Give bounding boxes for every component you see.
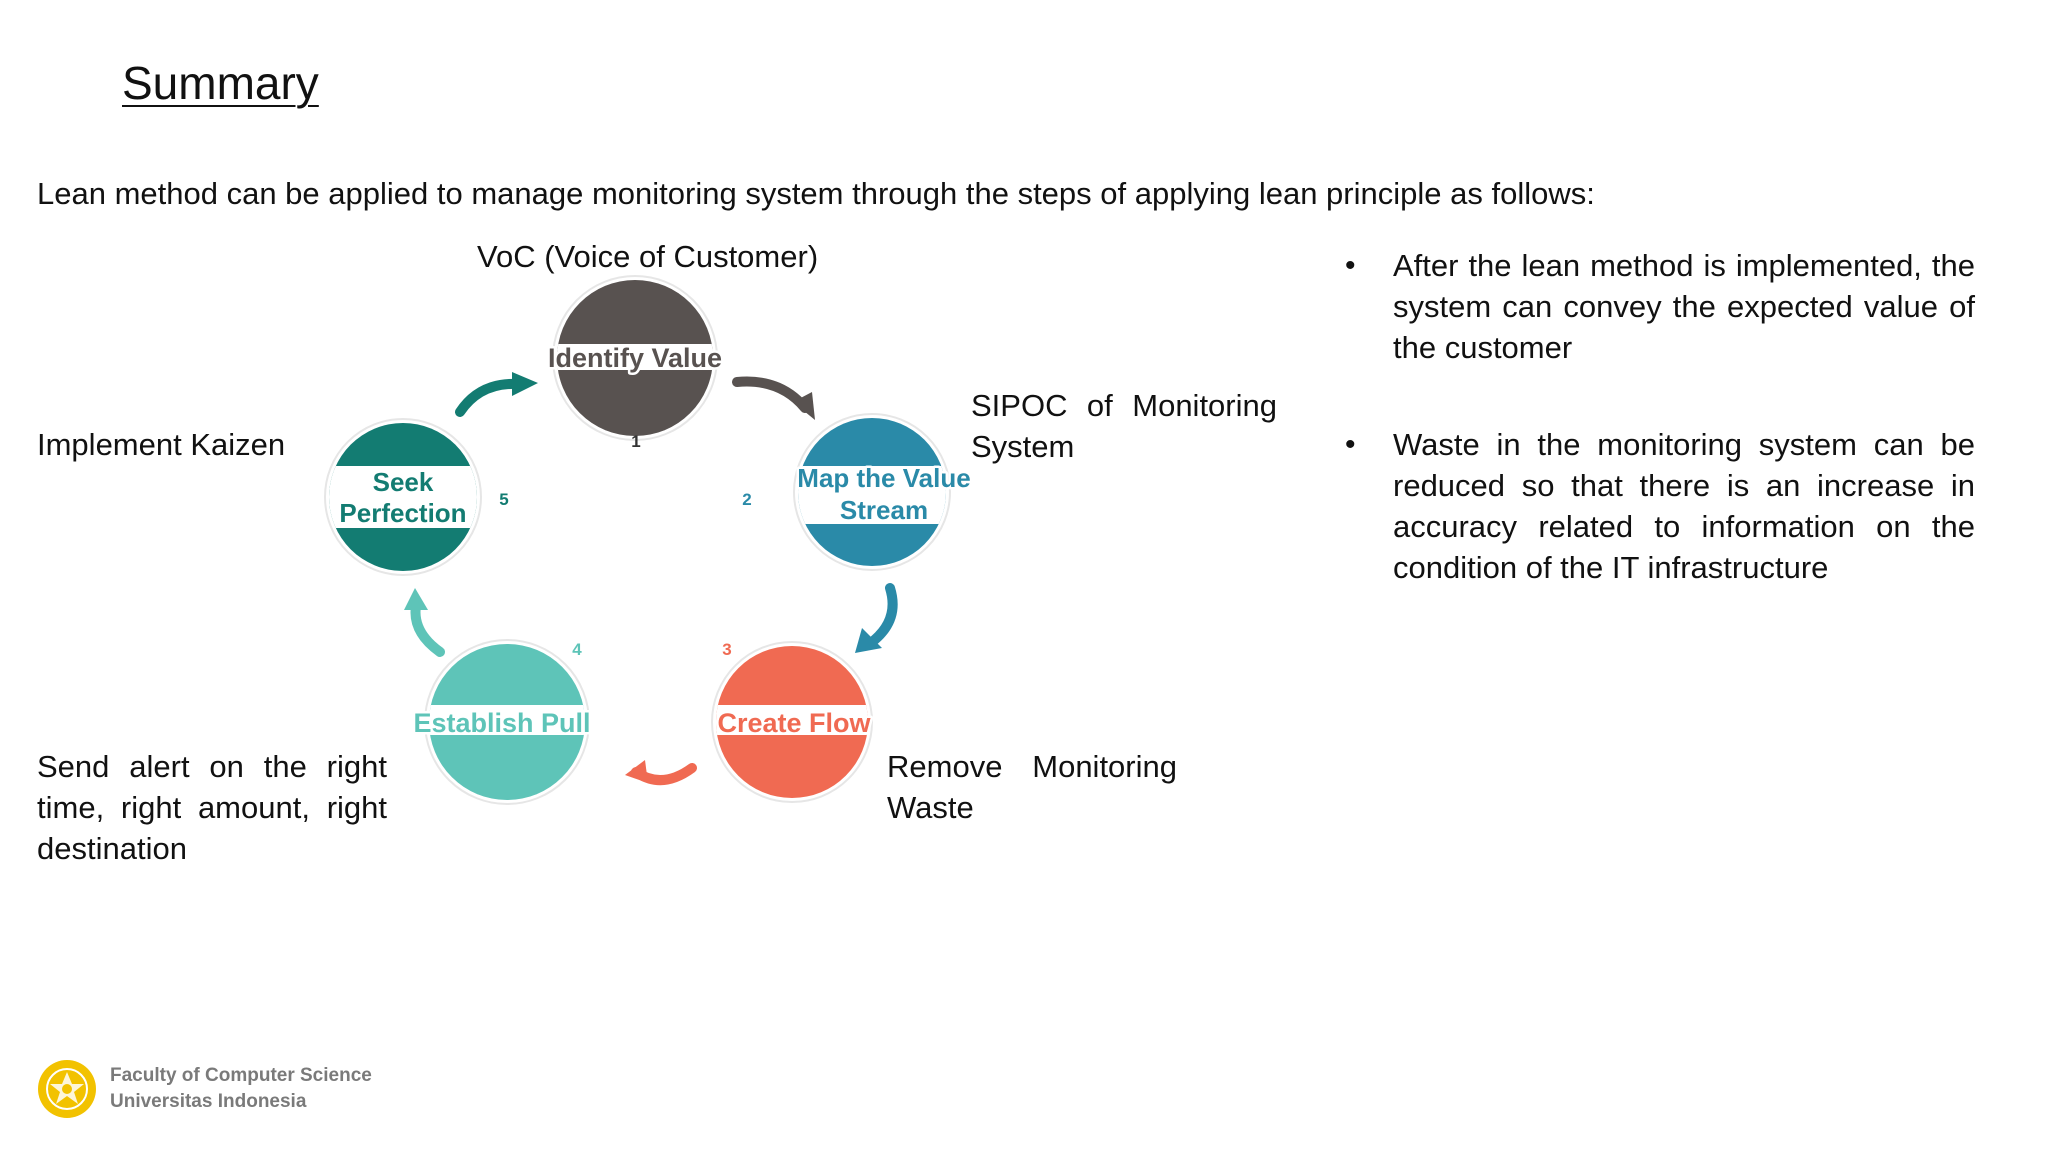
summary-bullets: • After the lean method is implemented, … [1345,245,1975,644]
step-label-line1: Map the Value [797,463,970,493]
arrow-5-to-1 [455,372,538,417]
step-label-line2: Perfection [339,498,466,528]
step-label: Identify Value [548,343,722,373]
step-number: 4 [572,640,582,659]
step-label: Establish Pull [413,708,590,738]
bullet-text: After the lean method is implemented, th… [1393,248,1975,365]
arrow-1-to-2 [732,376,815,420]
step-number: 1 [631,432,640,451]
step-establish-pull: Establish Pull 4 [411,639,593,805]
arrow-2-to-3 [855,583,898,653]
annotation-kaizen: Implement Kaizen [37,427,286,462]
slide-title: Summary [122,57,319,109]
bullet-text: Waste in the monitoring system can be re… [1393,427,1975,585]
step-seek-perfection: Seek Perfection 5 [324,418,509,576]
step-create-flow: Create Flow 3 [711,640,874,803]
annotation-sipoc: SIPOC of Monitoring System [971,388,1277,464]
university-logo-icon [38,1060,96,1118]
footer-faculty: Faculty of Computer Science [110,1065,372,1086]
bullet-item: • After the lean method is implemented, … [1345,245,1975,368]
bullet-dot: • [1345,249,1356,282]
step-identify-value: Identify Value 1 [545,275,725,451]
step-number: 5 [499,490,508,509]
step-label: Create Flow [717,708,871,738]
bullet-item: • Waste in the monitoring system can be … [1345,424,1975,588]
annotation-send-alert: Send alert on the right time, right amou… [37,749,387,866]
step-label-line2: Stream [840,495,928,525]
bullet-dot: • [1345,428,1356,461]
step-number: 2 [742,490,751,509]
step-label-line1: Seek [373,467,434,497]
step-number: 3 [722,640,731,659]
footer-university: Universitas Indonesia [110,1091,307,1112]
footer: Faculty of Computer Science Universitas … [36,1058,372,1120]
intro-text: Lean method can be applied to manage mon… [37,176,1595,211]
arrow-3-to-4 [625,760,697,786]
annotation-remove-waste: Remove Monitoring Waste [887,749,1177,825]
lean-cycle-diagram: Identify Value 1 Map the Value Stream 2 … [324,275,973,805]
arrow-4-to-5 [404,588,445,657]
step-map-value-stream: Map the Value Stream 2 [742,413,973,571]
annotation-voc: VoC (Voice of Customer) [477,239,819,274]
